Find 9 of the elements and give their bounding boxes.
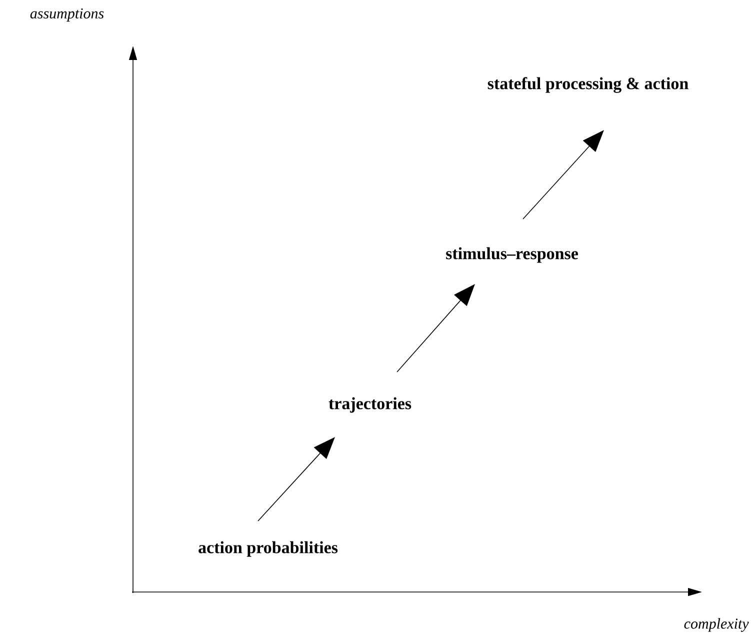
arrow	[258, 437, 335, 522]
arrow	[522, 130, 604, 220]
axis-label: complexity	[684, 618, 749, 632]
axis-label: assumptions	[30, 8, 104, 22]
stage-label: stateful processing & action	[488, 77, 688, 93]
arrow	[396, 284, 475, 372]
stage-label: trajectories	[328, 397, 412, 413]
stage-label: stimulus–response	[446, 247, 578, 263]
stage-label: action probabilities	[198, 541, 338, 557]
